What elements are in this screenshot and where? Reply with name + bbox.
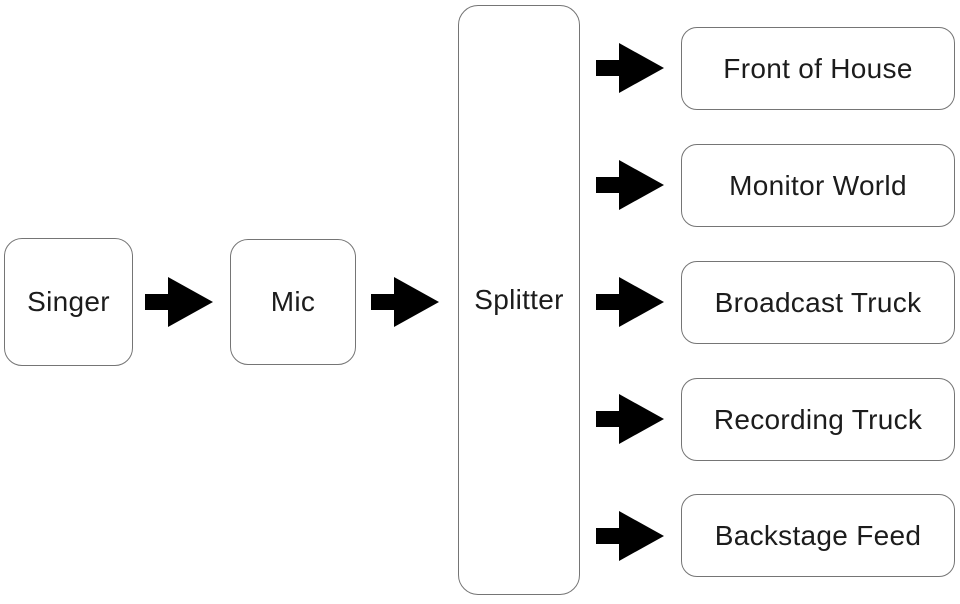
arrow-right-icon — [596, 160, 664, 210]
arrow-right-icon — [371, 277, 439, 327]
node-singer-label: Singer — [27, 286, 110, 317]
node-front-of-house: Front of House — [681, 27, 955, 110]
arrow-right-icon — [596, 43, 664, 93]
node-splitter-label: Splitter — [474, 284, 564, 315]
node-singer: Singer — [4, 238, 133, 366]
arrow-right-icon — [596, 394, 664, 444]
node-recording-truck: Recording Truck — [681, 378, 955, 461]
node-broadcast-truck-label: Broadcast Truck — [714, 286, 922, 318]
node-monitor-world-label: Monitor World — [729, 169, 907, 201]
node-backstage-feed-label: Backstage Feed — [714, 519, 922, 551]
node-monitor-world: Monitor World — [681, 144, 955, 227]
node-splitter: Splitter — [458, 5, 580, 595]
arrow-right-icon — [596, 277, 664, 327]
node-mic: Mic — [230, 239, 356, 365]
node-backstage-feed: Backstage Feed — [681, 494, 955, 577]
node-broadcast-truck: Broadcast Truck — [681, 261, 955, 344]
arrow-right-icon — [145, 277, 213, 327]
arrow-right-icon — [596, 511, 664, 561]
node-mic-label: Mic — [270, 286, 316, 317]
node-recording-truck-label: Recording Truck — [713, 403, 923, 435]
node-front-of-house-label: Front of House — [723, 52, 913, 84]
